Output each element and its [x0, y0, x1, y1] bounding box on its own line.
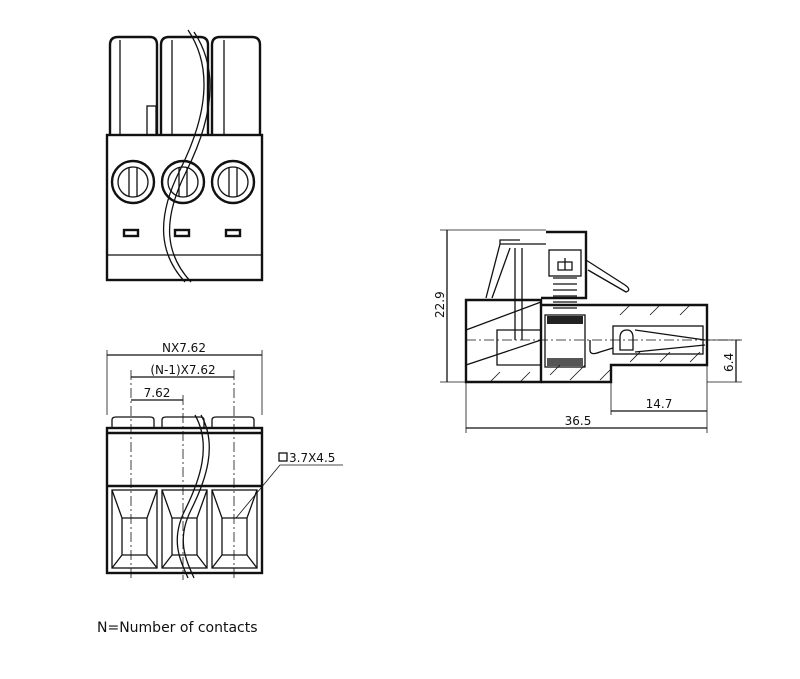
dim-depth: 36.5 [565, 414, 592, 428]
front-view: NX7.62 (N-1)X7.62 7.62 3.7X4.5 [105, 341, 343, 580]
dim-pitch-span: (N-1)X7.62 [150, 363, 215, 377]
dim-pitch: 7.62 [144, 386, 171, 400]
dim-pin-height: 6.4 [722, 353, 736, 372]
dim-overall-width: NX7.62 [162, 341, 206, 355]
dim-wire-opening: 3.7X4.5 [289, 451, 335, 465]
dim-height: 22.9 [433, 291, 447, 318]
top-view-prongs [108, 35, 262, 136]
side-view: 22.9 6.4 14.7 36.5 [433, 229, 742, 433]
wire [163, 29, 205, 283]
wire-entries [111, 489, 258, 569]
dim-pin-length: 14.7 [646, 397, 673, 411]
screw-heads [110, 159, 256, 205]
top-view [105, 29, 264, 283]
contacts-note: N=Number of contacts [97, 620, 258, 636]
